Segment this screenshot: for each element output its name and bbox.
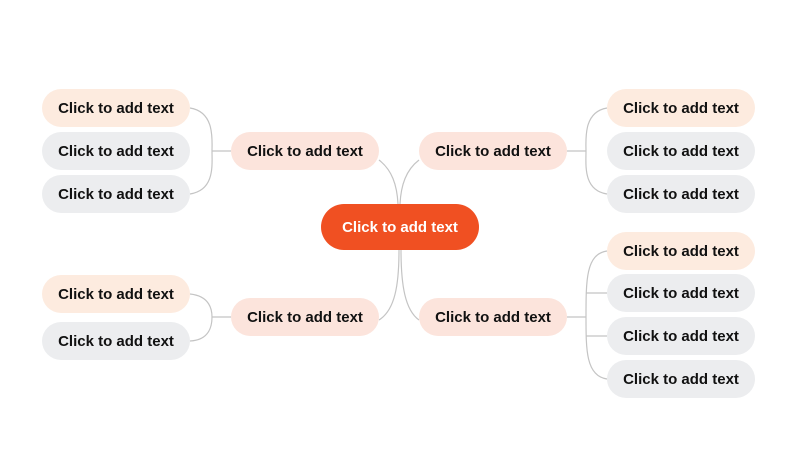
branch-top-left[interactable]: Click to add text [231,132,379,170]
subtopic[interactable]: Click to add text [607,232,755,270]
connector [585,250,608,380]
subtopic[interactable]: Click to add text [42,89,190,127]
subtopic[interactable]: Click to add text [607,317,755,355]
subtopic[interactable]: Click to add text [607,175,755,213]
subtopic[interactable]: Click to add text [607,360,755,398]
connector [189,107,213,195]
connector [585,107,608,195]
connector [189,293,213,342]
subtopic[interactable]: Click to add text [42,275,190,313]
branch-top-right[interactable]: Click to add text [419,132,567,170]
subtopic[interactable]: Click to add text [42,322,190,360]
branch-bottom-left[interactable]: Click to add text [231,298,379,336]
subtopic[interactable]: Click to add text [607,274,755,312]
connector [400,249,420,321]
subtopic[interactable]: Click to add text [42,175,190,213]
connector [378,159,399,205]
subtopic[interactable]: Click to add text [607,89,755,127]
connector [399,159,420,205]
branch-bottom-right[interactable]: Click to add text [419,298,567,336]
subtopic[interactable]: Click to add text [42,132,190,170]
subtopic[interactable]: Click to add text [607,132,755,170]
connector [378,249,400,321]
central-topic[interactable]: Click to add text [321,204,479,250]
